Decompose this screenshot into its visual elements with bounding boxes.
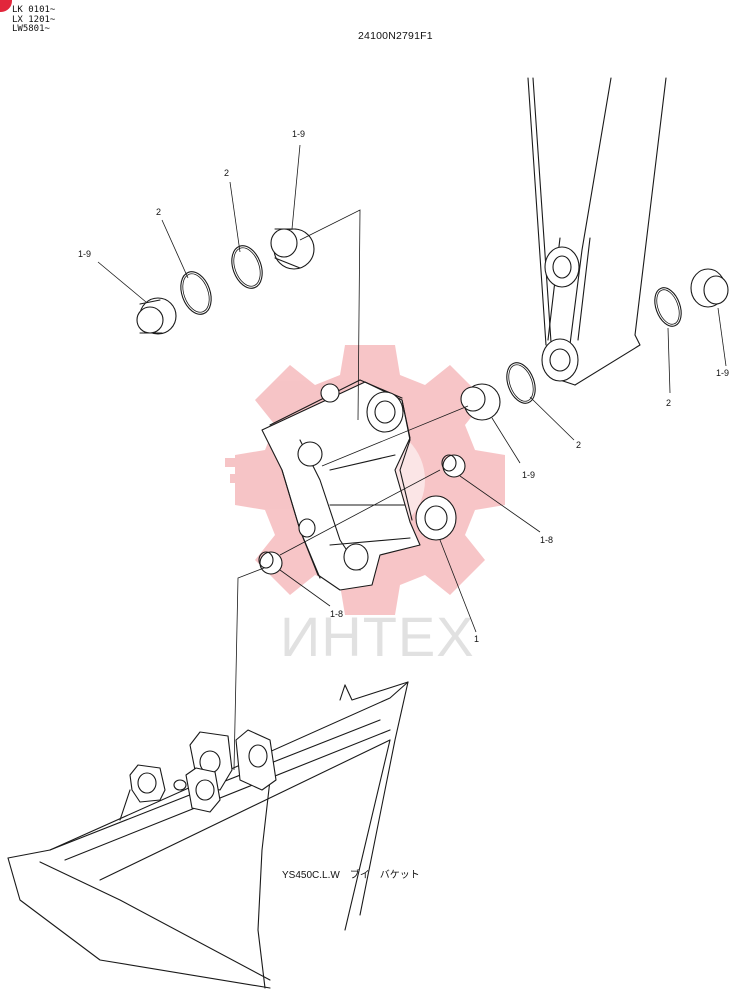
o-ring-2-middle (231, 245, 263, 289)
center-lines (233, 209, 469, 771)
callout-label: 2 (224, 168, 229, 178)
o-ring-2-right-inner (506, 362, 536, 404)
watermark-text: ИНТЕХ (280, 605, 475, 668)
serial-range-line: LW5801~ (12, 24, 50, 34)
diagram-caption: YS450C.L.W ブイ バケット (282, 870, 420, 881)
callout-label: 2 (666, 398, 671, 408)
serial-range-line: LX 1201~ (12, 14, 56, 25)
serial-range-block: LK 0101~ LX 1201~ LW5801~ (12, 5, 56, 35)
callout-label: 1 (474, 634, 479, 644)
callout-label: 2 (156, 207, 161, 217)
serial-range-line: LK 0101~ (12, 5, 56, 15)
callout-leaders (97, 144, 727, 633)
callout-label: 1-8 (540, 535, 553, 545)
callout-label: 1-9 (78, 249, 91, 259)
bucket (7, 681, 409, 989)
bushing-1-9-right-outer (690, 268, 729, 308)
callout-label: 1-9 (716, 368, 729, 378)
bushing-1-9-center (460, 383, 501, 421)
bushing-1-8-lower (258, 551, 283, 575)
callout-labels: 1-9 2 2 1-9 1-9 2 2 1-9 1-8 1-8 1 (78, 129, 729, 644)
callout-label: 1-9 (522, 470, 535, 480)
bushing-1-9-upper (270, 228, 315, 270)
callout-label: 2 (576, 440, 581, 450)
o-ring-2-right-outer (654, 287, 682, 327)
callout-label: 1-8 (330, 609, 343, 619)
bushing-1-8-center (441, 454, 466, 478)
callout-label: 1-9 (292, 129, 305, 139)
link-assembly (261, 379, 457, 591)
bushing-1-9-left (136, 297, 177, 335)
document-code: 24100N2791F1 (358, 30, 433, 42)
boom-arm (527, 77, 667, 386)
o-ring-2-left (180, 271, 212, 315)
